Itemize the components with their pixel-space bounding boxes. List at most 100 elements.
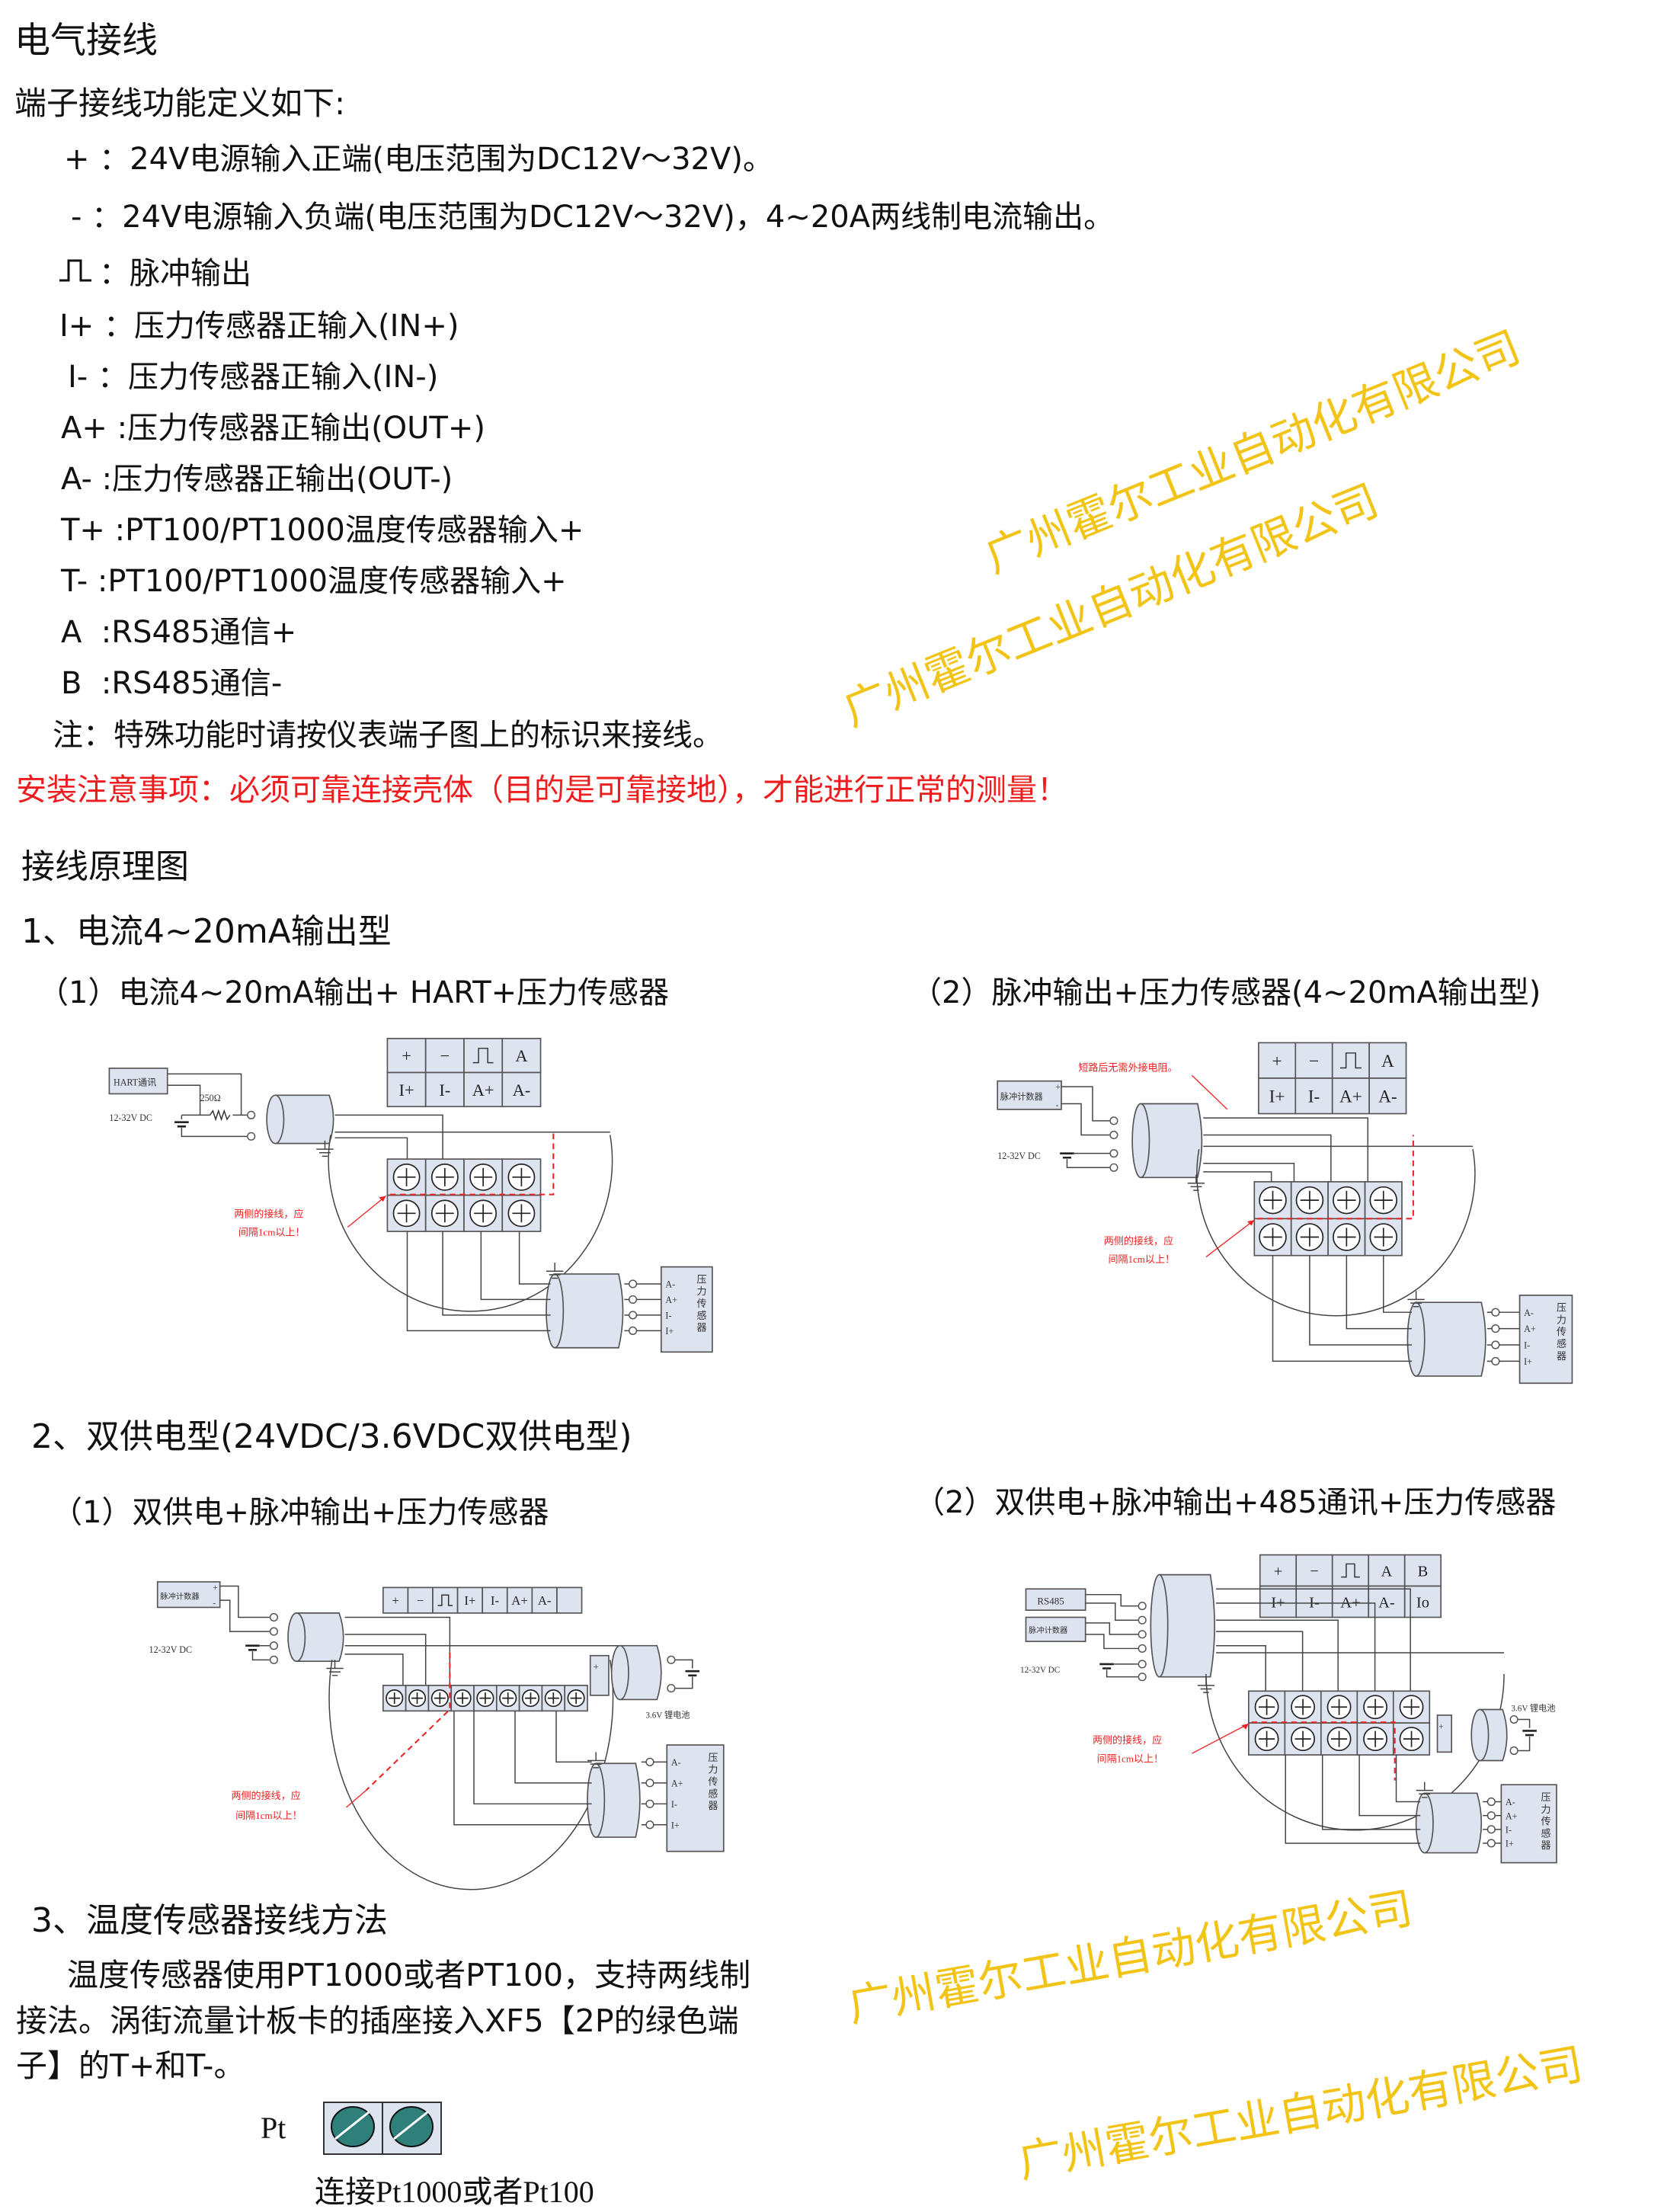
definition-i-minus: I- ：压力传感器正输入(IN-)	[68, 360, 439, 395]
connector-circle	[645, 1799, 654, 1808]
wire	[1518, 1718, 1531, 1728]
battery-label: 3.6V 锂电池	[1511, 1702, 1555, 1713]
terminal-label: I+	[1269, 1087, 1285, 1107]
connector-circle	[1138, 1644, 1147, 1654]
screw-cross	[1374, 1228, 1393, 1247]
plus-label: +	[1056, 1083, 1061, 1092]
terminal-label-cell	[386, 1071, 427, 1108]
connector-circle	[1109, 1130, 1118, 1140]
section1-sub1: （1）电流4~20mA输出+ HART+压力传感器	[38, 975, 670, 1010]
wire	[1085, 1634, 1138, 1650]
battery-label: 3.6V 锂电池	[645, 1710, 690, 1721]
rs485-label: RS485	[1037, 1596, 1064, 1607]
definition-a-plus: A+ :压力传感器正输出(OUT+)	[61, 411, 485, 446]
installation-warning: 安装注意事项：必须可靠连接壳体（目的是可靠接地），才能进行正常的测量！	[16, 773, 1067, 808]
ground-icon	[546, 1263, 564, 1279]
battery-icon	[1099, 1663, 1114, 1670]
terminal-label: A-	[538, 1593, 552, 1608]
connector-circle	[1138, 1615, 1147, 1625]
wire	[1203, 1134, 1332, 1182]
connector-circle	[269, 1612, 279, 1622]
terminal-label-cell	[506, 1586, 533, 1614]
connector-circle	[1138, 1630, 1147, 1639]
terminal-label-cell	[531, 1586, 558, 1614]
plus-label: +	[213, 1583, 217, 1593]
gland-body	[1415, 1301, 1486, 1377]
spacing-note: 两侧的接线，应	[232, 1790, 301, 1801]
connector-circle	[1491, 1356, 1500, 1366]
screw-cross	[1263, 1190, 1282, 1210]
counter-label: 脉冲计数器	[1000, 1091, 1043, 1102]
wire	[1085, 1593, 1138, 1607]
sensor-pin-label: A-	[1506, 1797, 1515, 1807]
wire	[1272, 1255, 1413, 1362]
watermark: 广州霍尔工业自动化有限公司	[844, 1882, 1416, 2032]
arrow-head	[1241, 1724, 1249, 1730]
connector-circle	[1486, 1797, 1496, 1807]
screw-cross	[389, 1692, 401, 1705]
minus-label: -	[1056, 1101, 1059, 1110]
wire	[167, 1073, 242, 1116]
spacing-note: 间隔1cm以上！	[1097, 1753, 1164, 1764]
connector-circle	[1491, 1324, 1500, 1333]
terminal-label: A	[1381, 1052, 1394, 1071]
sensor-gland	[546, 1273, 624, 1349]
definition-t-minus: T- :PT100/PT1000温度传感器输入+	[61, 564, 567, 599]
connector-circle	[1491, 1340, 1500, 1349]
sensor-pin-label: A-	[671, 1757, 681, 1768]
terminal-label-cell	[432, 1586, 459, 1614]
spacing-note: 间隔1cm以上！	[235, 1810, 302, 1821]
terminal-label-cell	[1331, 1077, 1370, 1115]
section3-para-1: 温度传感器使用PT1000或者PT100，支持两线制	[67, 1957, 751, 1993]
gland-face	[587, 1762, 606, 1838]
wire	[1358, 1755, 1421, 1817]
wire	[1257, 1135, 1414, 1220]
wire	[1285, 1755, 1421, 1844]
wire	[1192, 1723, 1250, 1754]
ground-icon	[316, 1140, 334, 1157]
counter-label: 脉冲计数器	[160, 1591, 199, 1601]
pt-terminal-block	[323, 2102, 442, 2155]
screw-cross	[1337, 1228, 1356, 1247]
screw-terminal-block	[1248, 1690, 1431, 1756]
wiring-heading: 接线原理图	[21, 847, 189, 886]
wire	[1518, 1736, 1531, 1752]
gland-body	[1140, 1103, 1203, 1179]
connector-circle	[667, 1683, 676, 1693]
terminal-label: −	[440, 1046, 450, 1065]
screw-cross	[1294, 1698, 1311, 1715]
wire	[1203, 1117, 1369, 1182]
sensor-gland	[587, 1762, 641, 1838]
pt-caption: 连接Pt1000或者Pt100	[315, 2175, 594, 2209]
screw-cross	[411, 1692, 424, 1705]
wire	[1061, 1086, 1110, 1122]
wire	[1191, 1074, 1228, 1110]
terminal-label: A+	[511, 1593, 528, 1608]
terminal-label-cell	[1331, 1042, 1370, 1079]
page-title: 电气接线	[14, 20, 158, 62]
terminal-label: +	[1274, 1563, 1283, 1580]
terminal-label: I+	[399, 1080, 414, 1100]
wire	[167, 1084, 201, 1116]
terminal-label: I-	[439, 1080, 450, 1100]
screw-cross	[1294, 1730, 1311, 1747]
connector-circle	[629, 1326, 638, 1335]
pulse-counter-box	[1025, 1616, 1086, 1642]
terminal-label: I-	[1308, 1087, 1320, 1107]
connector-circle	[1491, 1308, 1500, 1317]
terminal-label-cell	[463, 1038, 504, 1074]
wire	[1321, 1755, 1421, 1830]
terminal-label: A	[1381, 1563, 1393, 1580]
battery-icon	[1060, 1152, 1074, 1159]
gland-body	[595, 1762, 641, 1838]
screw-terminal-block	[382, 1685, 588, 1712]
wire	[1061, 1103, 1110, 1136]
pressure-sensor-box	[1518, 1295, 1573, 1385]
screw-cross	[547, 1692, 559, 1705]
screw-cross	[397, 1204, 416, 1223]
sensor-name-label: 压力传感器	[706, 1752, 718, 1812]
pressure-sensor-box	[666, 1744, 725, 1852]
cable-gland	[266, 1094, 334, 1145]
terminal-label-table: +−AI+I-A+A-	[386, 1038, 542, 1108]
section2-sub2: （2）双供电+脉冲输出+485通讯+压力传感器	[914, 1485, 1557, 1520]
